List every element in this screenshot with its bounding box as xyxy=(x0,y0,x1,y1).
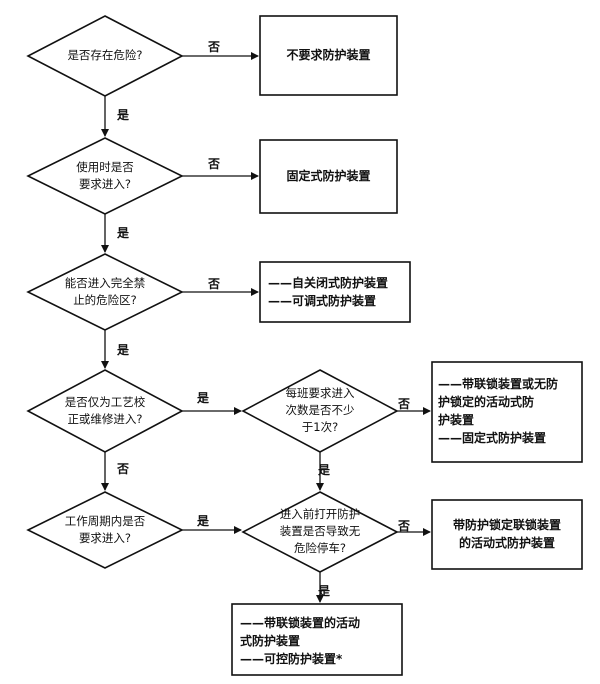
label-yes-5: 是 xyxy=(318,463,331,477)
result-box-3 xyxy=(259,261,411,323)
result-5-text: 带防护锁定联锁装置的活动式防护装置 xyxy=(452,518,561,550)
result-box-6 xyxy=(231,603,403,676)
decision-2-text: 使用时是否要求进入? xyxy=(76,160,134,191)
decision-5-text: 每班要求进入次数是否不少于1次? xyxy=(285,386,355,434)
result-box-2 xyxy=(259,139,398,214)
result-box-5 xyxy=(431,499,583,570)
label-yes-3: 是 xyxy=(117,343,130,357)
decision-3-text: 能否进入完全禁止的危险区? xyxy=(64,276,146,307)
label-yes-2: 是 xyxy=(117,226,130,240)
label-yes-4: 是 xyxy=(197,391,210,405)
result-box-4 xyxy=(431,361,583,463)
decision-6-text: 工作周期内是否要求进入? xyxy=(64,514,146,545)
decision-4-text: 是否仅为工艺校正或维修进入? xyxy=(64,395,146,426)
decision-diamond-6 xyxy=(26,491,184,569)
decision-1-text: 是否存在危险? xyxy=(67,48,143,62)
label-no-6: 否 xyxy=(398,519,411,533)
label-no-2: 否 xyxy=(208,157,221,171)
label-no-4: 否 xyxy=(398,397,411,411)
result-4-text: ——带联锁装置或无防护锁定的活动式防护装置——固定式防护装置 xyxy=(438,377,559,445)
label-yes-6: 是 xyxy=(197,514,210,528)
label-no-1: 否 xyxy=(208,40,221,54)
label-no-5: 否 xyxy=(117,462,130,476)
label-yes-1: 是 xyxy=(117,108,130,122)
result-6-text: ——带联锁装置的活动式防护装置——可控防护装置* xyxy=(240,616,361,666)
result-2-text: 固定式防护装置 xyxy=(286,169,371,183)
decision-7-text: 进入前打开防护装置是否导致无危险停车? xyxy=(279,507,361,555)
result-box-1 xyxy=(259,15,398,96)
result-3-text: ——自关闭式防护装置——可调式防护装置 xyxy=(268,276,389,308)
label-no-3: 否 xyxy=(208,277,221,291)
label-yes-7: 是 xyxy=(318,584,331,598)
result-1-text: 不要求防护装置 xyxy=(286,48,371,62)
